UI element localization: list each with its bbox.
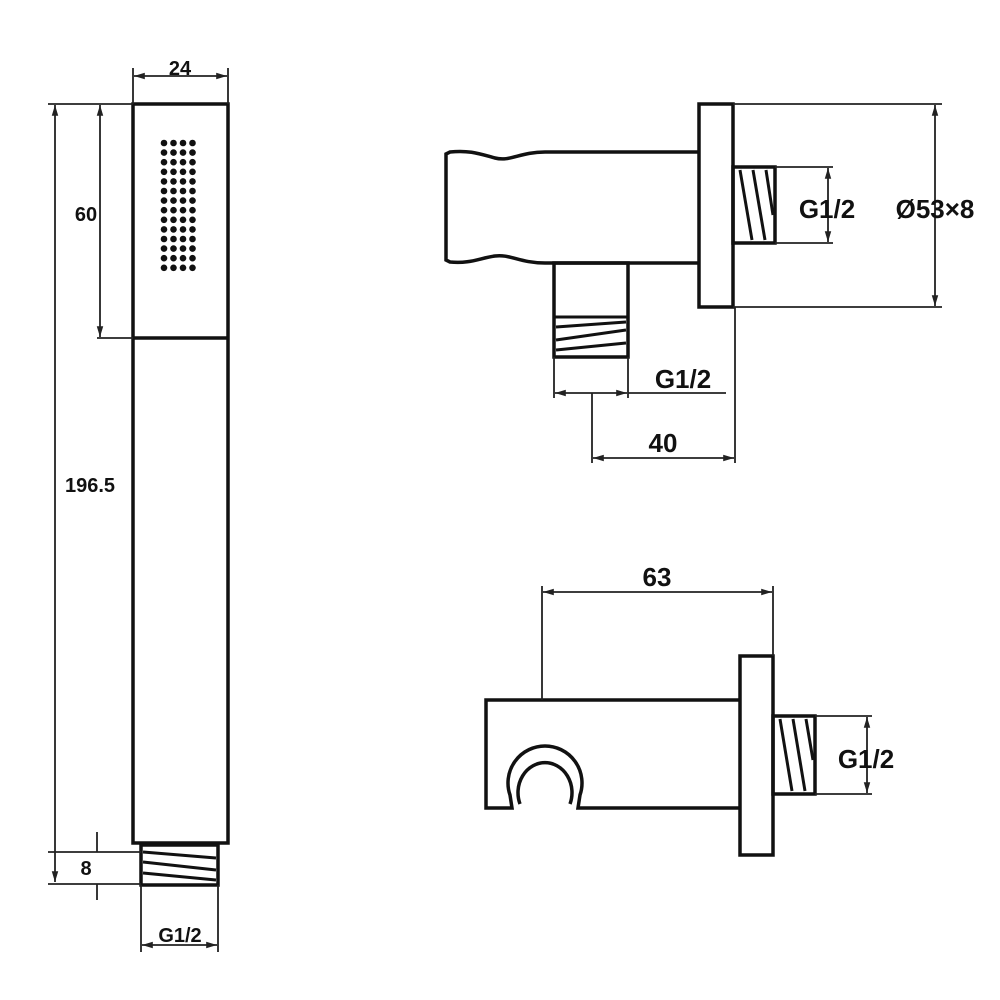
spray-hole	[189, 226, 196, 233]
spray-hole	[170, 245, 177, 252]
holder-depth-label: 63	[643, 562, 672, 592]
spray-hole	[160, 206, 168, 214]
spray-hole	[160, 245, 168, 252]
spray-hole	[170, 216, 177, 224]
spray-hole	[189, 139, 196, 147]
spray-hole	[189, 158, 196, 166]
spray-hole	[179, 178, 187, 185]
spray-hole	[160, 168, 168, 176]
spray-hole	[170, 139, 177, 147]
spray-hole	[170, 197, 177, 204]
offset-dimension-label: 40	[649, 428, 678, 458]
spray-hole	[179, 245, 187, 252]
spray-hole	[170, 264, 177, 272]
spray-hole	[170, 235, 177, 243]
spray-hole	[189, 149, 196, 156]
wall-holder: 63 G1/2	[484, 562, 894, 857]
spray-hole	[160, 187, 168, 195]
head-length-label: 60	[75, 204, 97, 226]
spray-hole	[179, 254, 187, 262]
spray-hole	[160, 226, 168, 233]
spray-hole	[170, 254, 177, 262]
spray-hole	[179, 226, 187, 233]
spray-hole	[170, 187, 177, 195]
spray-hole	[160, 139, 168, 147]
spray-hole	[179, 158, 187, 166]
elbow-bottom-thread	[554, 315, 628, 352]
spray-hole	[160, 235, 168, 243]
holder-body	[484, 698, 740, 810]
spray-hole	[170, 158, 177, 166]
hand-shower-thread	[139, 843, 220, 887]
spray-hole	[160, 178, 168, 185]
spray-hole	[179, 206, 187, 214]
elbow-bottom-outlet	[552, 261, 630, 359]
spray-hole	[179, 235, 187, 243]
spray-hole	[170, 178, 177, 185]
total-length-label: 196.5	[65, 475, 115, 497]
spray-hole	[179, 139, 187, 147]
spray-hole	[189, 264, 196, 272]
elbow-flange	[697, 102, 735, 309]
spray-hole	[179, 197, 187, 204]
spray-hole	[179, 264, 187, 272]
hand-shower-thread-label: G1/2	[158, 925, 201, 947]
spray-hole	[189, 187, 196, 195]
holder-cradle	[516, 760, 574, 805]
spray-hole	[160, 254, 168, 262]
spray-hole	[160, 264, 168, 272]
width-label: 24	[169, 58, 192, 80]
spray-hole	[160, 216, 168, 224]
flange-dimension-label: Ø53×8	[896, 194, 975, 224]
elbow-bottom-thread-label: G1/2	[655, 364, 711, 394]
spray-hole	[189, 197, 196, 204]
hand-shower-body	[131, 102, 230, 845]
spray-holes	[160, 139, 196, 272]
holder-thread-label: G1/2	[838, 744, 894, 774]
wall-outlet-elbow: G1/2 Ø53×8 G1/2 40	[444, 102, 975, 463]
spray-hole	[179, 216, 187, 224]
spray-hole	[189, 216, 196, 224]
spray-hole	[170, 149, 177, 156]
elbow-side-thread	[731, 165, 777, 245]
elbow-side-thread-label: G1/2	[799, 194, 855, 224]
spray-hole	[170, 168, 177, 176]
spray-hole	[189, 254, 196, 262]
spray-hole	[170, 206, 177, 214]
spray-hole	[189, 168, 196, 176]
thread-length-label: 8	[80, 858, 91, 880]
spray-hole	[189, 235, 196, 243]
holder-flange	[738, 654, 775, 857]
spray-hole	[179, 149, 187, 156]
spray-hole	[179, 187, 187, 195]
spray-hole	[160, 197, 168, 204]
spray-hole	[179, 168, 187, 176]
spray-hole	[189, 206, 196, 214]
spray-hole	[189, 178, 196, 185]
spray-hole	[160, 158, 168, 166]
spray-hole	[160, 149, 168, 156]
spray-hole	[189, 245, 196, 252]
hand-shower: 24 60 196.5 8 G1/2	[48, 58, 230, 952]
elbow-body	[444, 149, 699, 265]
holder-thread	[771, 714, 817, 796]
spray-hole	[170, 226, 177, 233]
